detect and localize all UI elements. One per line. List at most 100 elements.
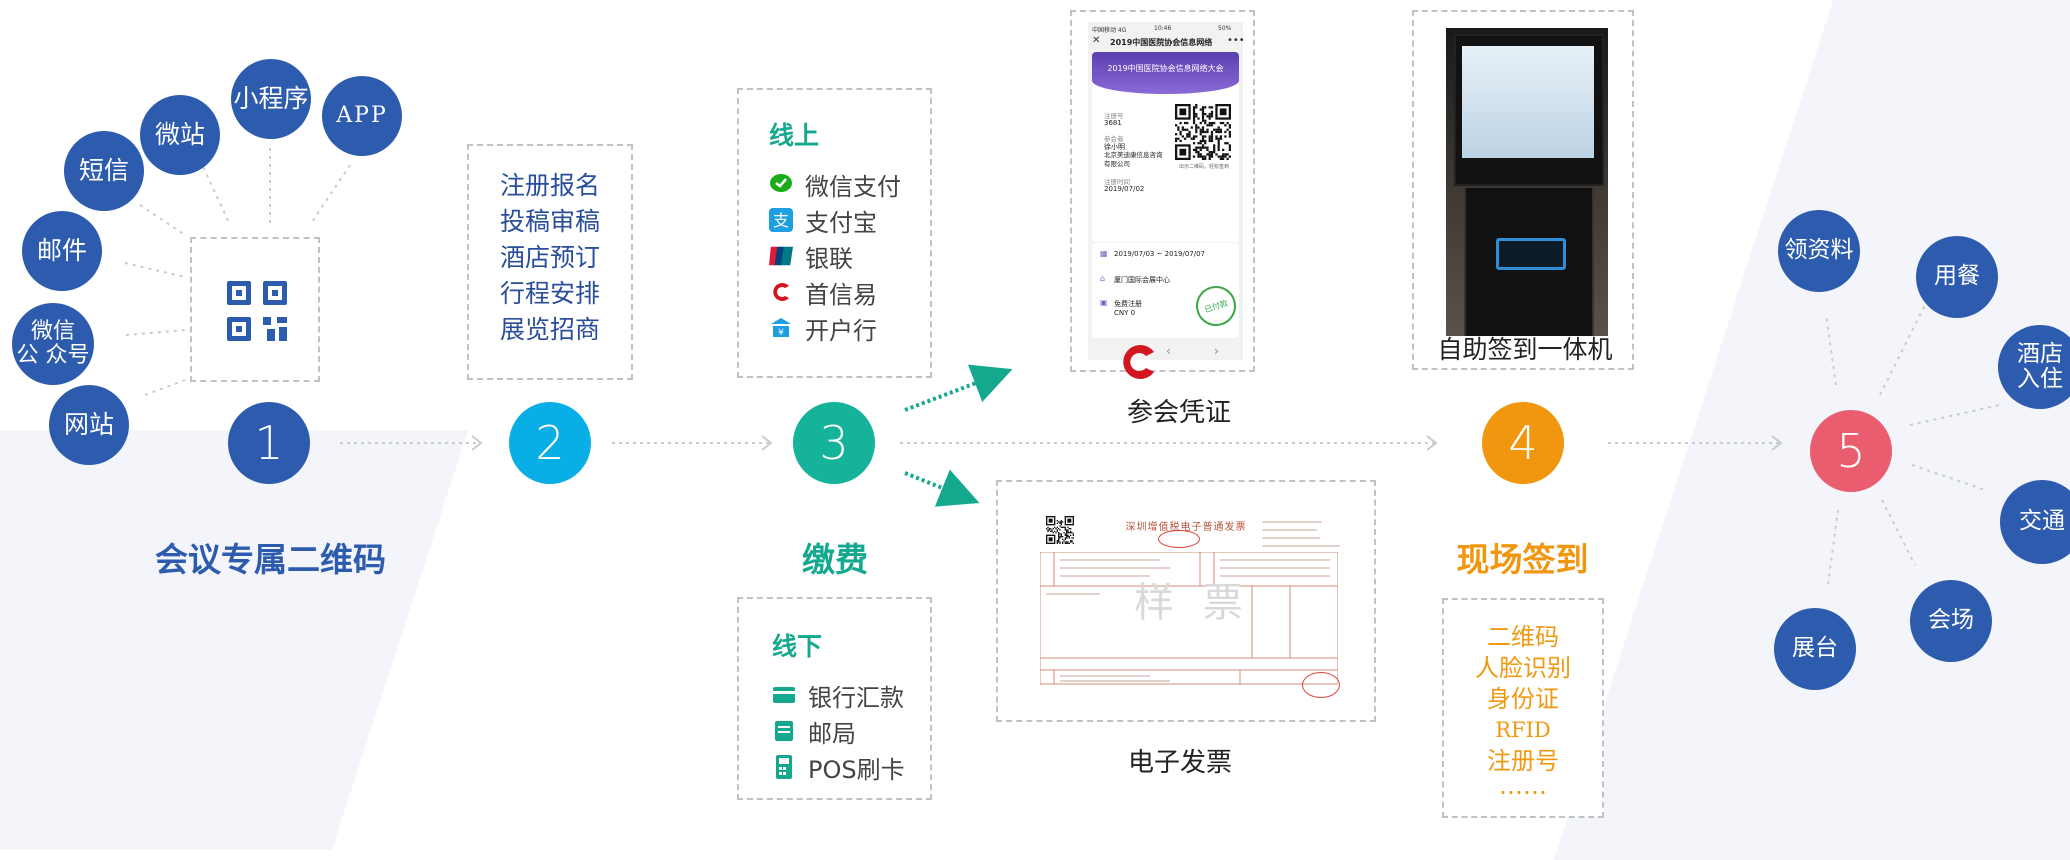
stage-1-circle: 1 (228, 402, 310, 484)
channel-label: 短信 (78, 156, 129, 186)
checkin-method: …… (1499, 772, 1547, 800)
spoke-line (1879, 304, 1926, 396)
post-office-icon (772, 719, 796, 743)
service-item: 注册报名 (499, 171, 600, 200)
service-hotel: 酒店 入住 (1998, 325, 2070, 409)
channel-app: APP (322, 76, 402, 156)
online-payment-box: 线上 微信支付 支 支付宝 银联 首信易 ¥ 开户行 (737, 88, 932, 378)
payment-method: 微信支付 (769, 166, 930, 202)
payment-label: 银行汇款 (808, 683, 904, 712)
payease-icon (769, 280, 793, 304)
checkin-method: 人脸识别 (1475, 654, 1571, 682)
service-label: 入住 (2017, 366, 2063, 392)
connector-line (199, 159, 231, 226)
invoice-title: 深圳增值税电子普通发票 (1125, 522, 1247, 533)
stage-5-circle: 5 (1810, 410, 1892, 492)
invoice-box: 深圳增值税电子普通发票 (996, 480, 1376, 722)
payment-label: 微信支付 (805, 172, 901, 201)
connector-line (124, 262, 186, 278)
channel-website: 网站 (49, 385, 129, 465)
channel-label: 微信 (30, 318, 75, 344)
payment-label: 银联 (805, 244, 853, 273)
checkin-method: 注册号 (1487, 747, 1559, 775)
arrow-to-invoice (904, 469, 980, 507)
offline-payment-box: 线下 银行汇款 邮局 POS刷卡 (737, 597, 932, 800)
spoke-line (1881, 499, 1916, 566)
ticket-banner: 2019中国医院协会信息网络大会 (1092, 52, 1239, 94)
service-item: 展览招商 (499, 315, 600, 344)
event-dates: 2019/07/03 ~ 2019/07/07 (1114, 250, 1206, 258)
phone-screen: 中国移动 4G 10:46 50% ✕ 2019中国医院协会信息网络 ••• 2… (1088, 22, 1245, 379)
spoke-line (1911, 464, 1986, 491)
status-carrier: 中国移动 4G (1092, 27, 1127, 34)
bank-icon: ¥ (769, 316, 793, 340)
status-battery: 50% (1218, 25, 1232, 32)
qr-code-box (190, 237, 320, 382)
payment-method: 支 支付宝 (769, 202, 930, 238)
kiosk-box: 自助签到一体机 (1412, 10, 1634, 370)
registration-services-box: 注册报名 投稿审稿 酒店预订 行程安排 展览招商 (467, 144, 633, 380)
calendar-icon: ▦ (1100, 249, 1108, 258)
credential-box: 中国移动 4G 10:46 50% ✕ 2019中国医院协会信息网络 ••• 2… (1070, 10, 1255, 379)
service-label: 领资料 (1784, 237, 1854, 264)
stage-3-circle: 3 (793, 402, 875, 484)
qr-hint: 出示二维码，轻松签到 (1178, 164, 1229, 170)
attendee-label: 参会者 (1104, 135, 1124, 143)
status-time: 10:46 (1154, 25, 1172, 32)
payment-label: 邮局 (808, 719, 856, 748)
close-icon[interactable]: ✕ (1092, 35, 1101, 46)
invoice-header-fields (1262, 521, 1340, 547)
reg-no-label: 注册号 (1104, 112, 1124, 120)
service-item: 行程安排 (499, 279, 600, 308)
stage-1-title: 会议专属二维码 (155, 540, 386, 579)
channel-weizhan: 微站 (140, 95, 220, 175)
spoke-line (1827, 509, 1839, 586)
unionpay-icon (769, 244, 793, 268)
next-icon[interactable]: › (1214, 344, 1219, 358)
payment-method: 银联 (769, 238, 930, 274)
service-label: 交通 (2019, 508, 2065, 535)
channel-miniapp: 小程序 (231, 59, 311, 139)
service-label: 展台 (1792, 635, 1838, 662)
svg-text:支: 支 (773, 211, 789, 230)
ticket-card: 2019中国医院协会信息网络大会 注册号 3681 参会者 徐小明 北京美迪康信… (1092, 52, 1239, 242)
service-item: 投稿审稿 (499, 207, 600, 236)
connector-line (144, 379, 186, 396)
kiosk-caption: 自助签到一体机 (1437, 335, 1613, 364)
service-label: 酒店 (2017, 340, 2063, 367)
payment-method: 邮局 (772, 713, 930, 749)
checkin-method: 二维码 (1487, 623, 1559, 651)
channel-label: 网站 (63, 410, 114, 440)
kiosk-screen (1462, 46, 1594, 158)
connector-line (125, 329, 186, 336)
service-materials: 领资料 (1778, 210, 1860, 292)
channel-label: 公 众号 (16, 343, 90, 368)
stage-number: 3 (819, 415, 849, 470)
service-booth: 展台 (1774, 608, 1856, 690)
invoice-caption: 电子发票 (1128, 748, 1233, 778)
ticket-details: ▦ 2019/07/03 ~ 2019/07/07 ⌂ 厦门国际会展中心 ▣ 免… (1092, 243, 1242, 338)
service-meal: 用餐 (1916, 236, 1998, 318)
alipay-icon: 支 (769, 208, 793, 232)
location-icon: ⌂ (1100, 274, 1106, 283)
paid-stamp: 已付款 (1190, 280, 1242, 332)
more-icon[interactable]: ••• (1227, 35, 1245, 46)
payment-method: ¥ 开户行 (769, 310, 930, 346)
reg-time-label: 注册时间 (1104, 178, 1130, 186)
attendee-company: 北京美迪康信息咨询有限公司 (1104, 151, 1163, 168)
invoice-table-grid (1040, 552, 1338, 685)
checkin-method: RFID (1495, 718, 1551, 742)
prev-icon[interactable]: ‹ (1166, 344, 1171, 358)
kiosk-body (1464, 188, 1594, 336)
bank-card-icon (772, 683, 796, 707)
event-venue: 厦门国际会展中心 (1114, 276, 1170, 284)
spoke-line (1909, 404, 2001, 426)
connector-line (309, 164, 351, 226)
invoice-document: 深圳增值税电子普通发票 (1030, 504, 1348, 700)
stage-3-title: 缴费 (802, 540, 868, 579)
spoke-line (1825, 314, 1837, 386)
stage-2-circle: 2 (509, 402, 591, 484)
payment-label: 支付宝 (805, 208, 877, 237)
service-label: 用餐 (1934, 263, 1980, 290)
offline-title: 线下 (772, 632, 823, 661)
